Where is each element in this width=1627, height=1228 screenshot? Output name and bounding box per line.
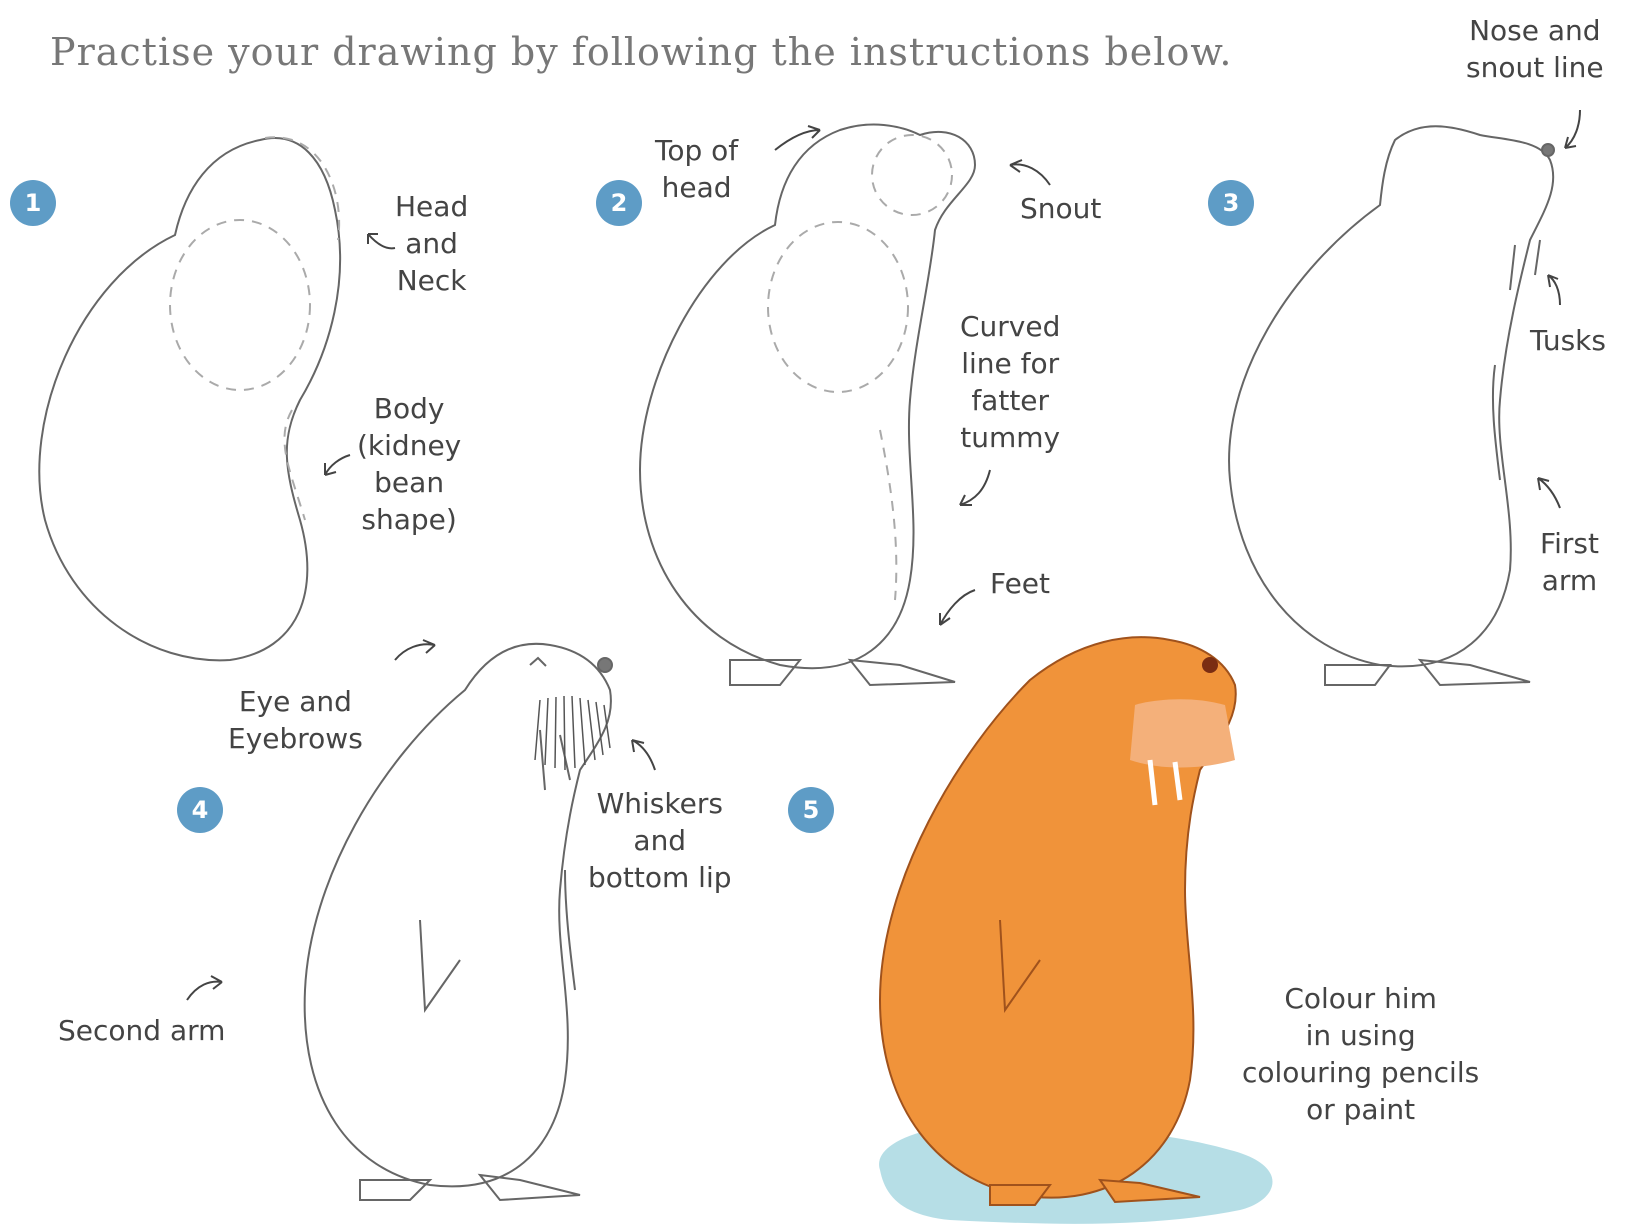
- step-badge-1: 1: [10, 180, 56, 226]
- label-top-of-head: Top ofhead: [655, 132, 738, 206]
- step-badge-4: 4: [177, 787, 223, 833]
- label-first-arm: Firstarm: [1540, 525, 1599, 599]
- label-whiskers-and-bottom-lip: Whiskersandbottom lip: [588, 785, 732, 896]
- walrus-step-5-coloured: [879, 637, 1272, 1224]
- page-title: Practise your drawing by following the i…: [50, 30, 1232, 74]
- step-badge-5: 5: [788, 787, 834, 833]
- label-head-and-neck: HeadandNeck: [395, 188, 468, 299]
- label-second-arm: Second arm: [58, 1012, 225, 1049]
- label-curved-line-tummy: Curvedline forfattertummy: [960, 308, 1060, 456]
- step-badge-3: 3: [1208, 180, 1254, 226]
- step-badge-2: 2: [596, 180, 642, 226]
- label-snout: Snout: [1020, 190, 1101, 227]
- label-body-kidney-bean: Body(kidneybeanshape): [357, 390, 461, 538]
- label-colour-him-in: Colour himin usingcolouring pencilsor pa…: [1242, 980, 1479, 1128]
- walrus-step-2-drawing: [640, 125, 975, 685]
- walrus-step-3-drawing: [1229, 126, 1554, 685]
- label-feet: Feet: [990, 565, 1050, 602]
- label-eye-and-eyebrows: Eye andEyebrows: [228, 683, 363, 757]
- walrus-step-1-drawing: [39, 137, 340, 660]
- label-nose-and-snout-line: Nose andsnout line: [1466, 12, 1604, 86]
- label-tusks: Tusks: [1530, 322, 1606, 359]
